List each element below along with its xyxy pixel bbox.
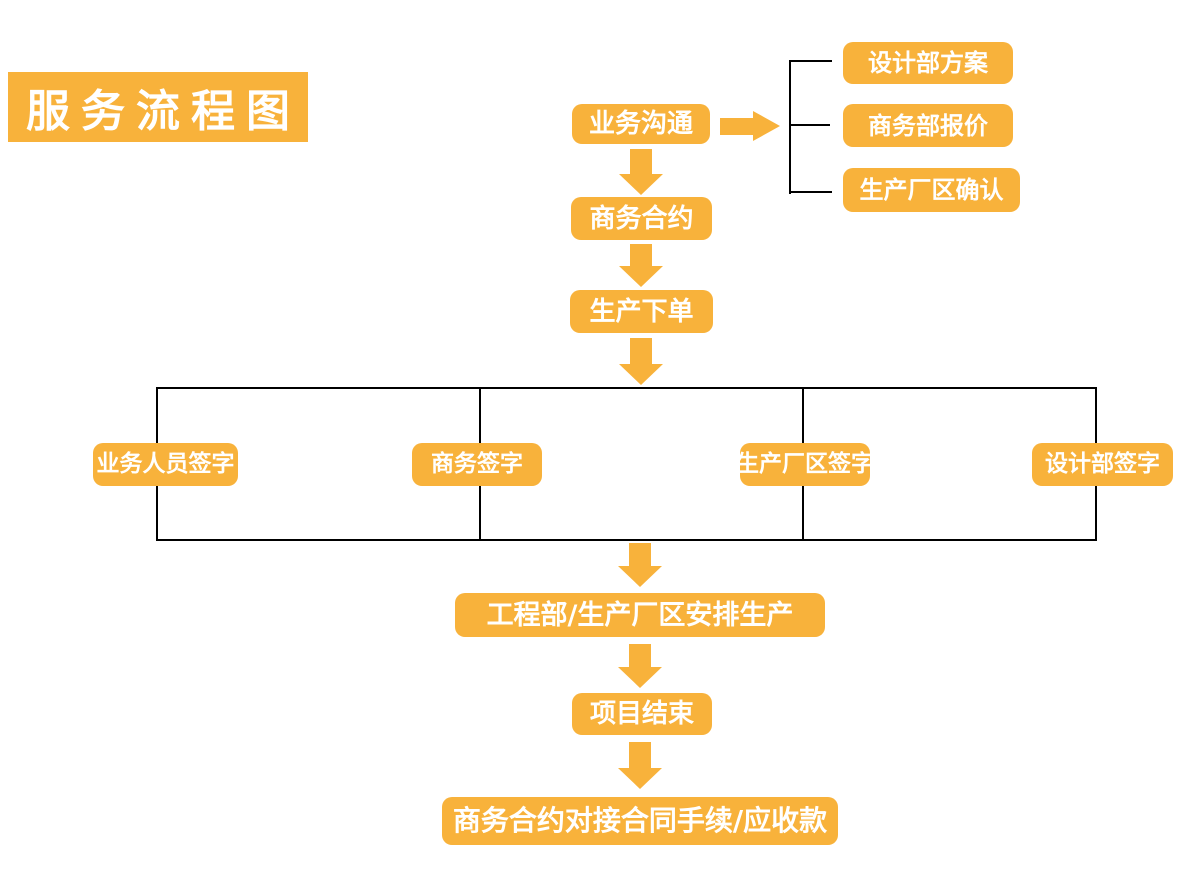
node-business-dept-quote: 商务部报价 <box>843 104 1013 147</box>
branch-bottom-line <box>156 539 1097 541</box>
arrow-down-icon <box>619 338 663 385</box>
bracket-vertical-line <box>789 61 791 194</box>
node-business-communication: 业务沟通 <box>572 104 710 144</box>
node-production-plant-signature: 生产厂区签字 <box>736 443 874 486</box>
node-production-arrangement: 工程部/生产厂区安排生产 <box>455 593 825 637</box>
node-design-dept-plan: 设计部方案 <box>843 42 1013 84</box>
branch-top-line <box>156 387 1097 389</box>
bracket-stub-top <box>789 60 832 62</box>
node-contract-handover-receivables: 商务合约对接合同手续/应收款 <box>442 797 838 845</box>
bracket-stub-middle <box>789 124 830 126</box>
arrow-down-icon <box>618 644 662 688</box>
arrow-down-icon <box>619 244 663 287</box>
arrow-down-icon <box>618 742 662 789</box>
node-business-contract: 商务合约 <box>571 197 712 240</box>
bracket-stub-bottom <box>789 191 832 193</box>
arrow-down-icon <box>618 543 662 587</box>
node-business-signature: 商务签字 <box>412 443 542 486</box>
node-project-end: 项目结束 <box>572 693 712 735</box>
page-title: 服务流程图 <box>8 72 308 142</box>
node-sales-staff-signature: 业务人员签字 <box>93 443 238 486</box>
arrow-down-icon <box>619 149 663 195</box>
node-design-dept-signature: 设计部签字 <box>1032 443 1173 486</box>
node-production-order: 生产下单 <box>570 290 713 333</box>
node-production-plant-confirm: 生产厂区确认 <box>843 168 1020 212</box>
arrow-right-icon <box>720 111 780 141</box>
